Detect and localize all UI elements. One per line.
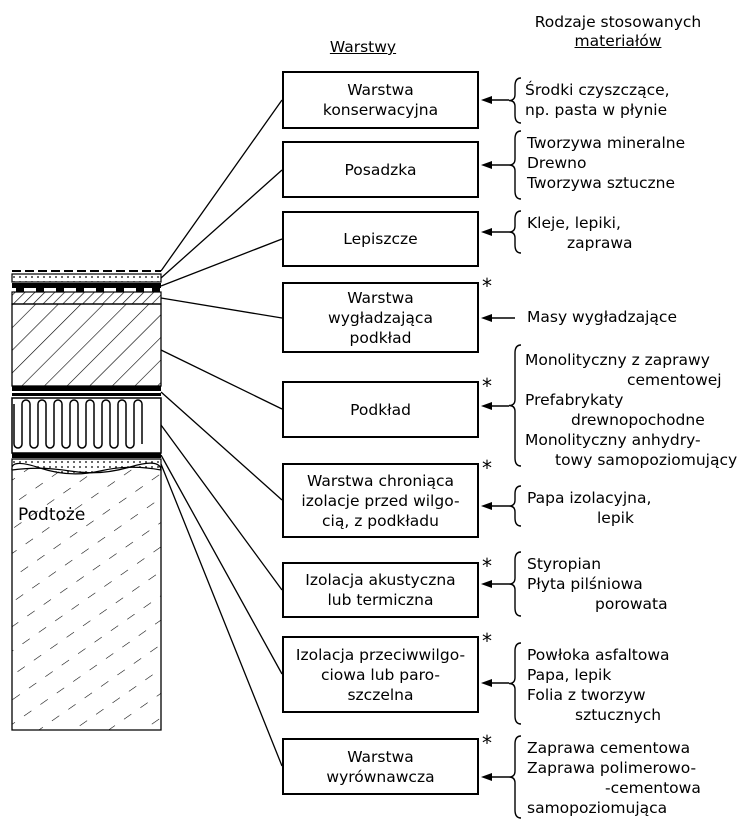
leader-line-8: [160, 463, 283, 767]
layer-star-screed: *: [482, 374, 492, 398]
material-bracket-7: [508, 735, 522, 819]
materials-protective: Papa izolacyjna, lepik: [527, 489, 652, 527]
leader-lines: [160, 99, 283, 767]
materials-damp-proof: Powłoka asfaltowa Papa, lepik Folia z tw…: [527, 646, 670, 724]
material-bracket-6: [508, 642, 522, 725]
leader-line-7: [160, 454, 283, 675]
materials-acoustic: Styropian Płyta pilśniowa porowata: [527, 555, 668, 613]
layer-star-smoothing: *: [482, 274, 492, 298]
materials-header: Rodzaje stosowanych materiałów: [518, 13, 718, 51]
layer-box-acoustic: Izolacja akustyczna lub termiczna: [282, 562, 479, 618]
layer-star-levelling: *: [482, 731, 492, 755]
layer-box-adhesive: Lepiszcze: [282, 211, 479, 267]
material-bracket-1: [508, 130, 522, 200]
leader-line-4: [160, 349, 283, 410]
materials-flooring: Tworzywa mineralne Drewno Tworzywa sztuc…: [527, 134, 686, 192]
materials-screed: Monolityczny z zaprawy cementowej Prefab…: [525, 351, 738, 469]
arrow-head-2: [481, 228, 492, 236]
arrow-head-3: [481, 314, 492, 322]
layer-box-conservation: Warstwa konserwacyjna: [282, 71, 479, 129]
layer-box-damp-proof: Izolacja przeciwwilgo- ciowa lub paro- s…: [282, 636, 479, 713]
materials-levelling: Zaprawa cementowa Zaprawa polimerowo- -c…: [527, 739, 701, 817]
materials-header-line1: Rodzaje stosowanych: [534, 13, 702, 31]
leader-line-0: [160, 99, 283, 272]
leader-line-3: [160, 297, 283, 319]
leader-line-6: [160, 424, 283, 591]
arrow-head-6: [481, 580, 492, 588]
materials-header-line2: materiałów: [574, 32, 662, 50]
material-bracket-5: [508, 551, 522, 617]
layer-box-smoothing: Warstwa wygładzająca podkład: [282, 282, 479, 353]
layer-star-protective: *: [482, 456, 492, 480]
layer-box-flooring: Posadzka: [282, 141, 479, 198]
leader-line-1: [160, 169, 283, 279]
cross-section-layers: [11, 270, 162, 731]
layer-box-protective: Warstwa chroniąca izolacje przed wilgo- …: [282, 463, 479, 538]
materials-smoothing: Masy wygładzające: [527, 308, 677, 326]
layer-star-acoustic: *: [482, 554, 492, 578]
layers-header: Warstwy: [329, 38, 397, 56]
material-brackets: [481, 77, 522, 819]
layer-box-screed: Podkład: [282, 381, 479, 438]
material-bracket-4: [508, 485, 522, 527]
leader-line-2: [160, 238, 283, 287]
arrow-head-7: [481, 679, 492, 687]
arrow-head-1: [481, 161, 492, 169]
arrow-head-8: [481, 773, 492, 781]
material-bracket-2: [508, 210, 522, 254]
materials-adhesive: Kleje, lepiki, zaprawa: [527, 214, 633, 252]
layer-star-damp-proof: *: [482, 629, 492, 653]
leader-line-5: [160, 391, 283, 501]
material-bracket-3: [508, 344, 522, 467]
arrow-head-5: [481, 502, 492, 510]
materials-conservation: Środki czyszczące, np. pasta w płynie: [525, 81, 670, 119]
arrow-head-4: [481, 402, 492, 410]
arrow-head-0: [481, 96, 492, 104]
layer-box-levelling: Warstwa wyrównawcza: [282, 738, 479, 795]
substrate-label: Podtoże: [18, 505, 86, 525]
material-bracket-0: [508, 77, 522, 124]
